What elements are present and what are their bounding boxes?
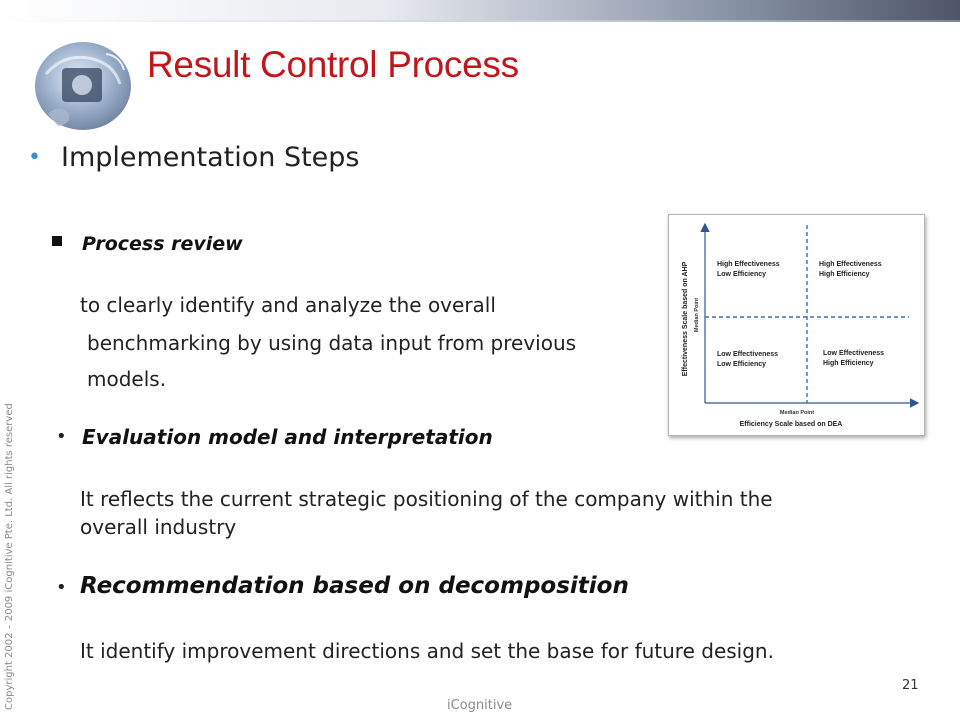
y-median-label: Median Point xyxy=(694,298,700,332)
level1-text: Implementation Steps xyxy=(60,142,360,173)
page-number: 21 xyxy=(902,678,919,693)
step1-text-line3: models. xyxy=(87,367,167,391)
q-bottom-left-line1: Low Effectiveness xyxy=(717,351,778,358)
level1-bullet: • Implementation Steps xyxy=(28,142,360,173)
top-banner xyxy=(0,0,960,20)
q-top-right-line2: High Efficiency xyxy=(819,271,870,278)
step2-text-line2: overall industry xyxy=(80,515,237,539)
square-bullet-icon xyxy=(52,236,62,246)
q-bottom-left-line2: Low Efficiency xyxy=(717,361,766,368)
step1-title: Process review xyxy=(82,233,243,255)
bullet-dot-icon: • xyxy=(56,426,67,447)
x-median-label: Median Point xyxy=(780,410,814,416)
step3-title: Recommendation based on decomposition xyxy=(80,573,629,599)
copyright-notice: Copyright 2002 – 2009 iCognitive Pte. Lt… xyxy=(4,403,15,710)
q-top-left-line2: Low Efficiency xyxy=(717,271,766,278)
q-top-right-line1: High Effectiveness xyxy=(819,261,882,268)
effectiveness-efficiency-matrix: Effectiveness Scale based on AHP Median … xyxy=(668,214,925,436)
y-axis-label: Effectiveness Scale based on AHP xyxy=(682,261,689,376)
globe-logo-icon xyxy=(28,34,138,134)
q-bottom-right-line1: Low Effectiveness xyxy=(823,350,884,357)
step2-text-line1: It reflects the current strategic positi… xyxy=(80,487,773,511)
step2-title: Evaluation model and interpretation xyxy=(82,425,493,449)
step1-text-line2: benchmarking by using data input from pr… xyxy=(87,331,577,355)
top-banner-line xyxy=(0,20,960,22)
footer-brand: iCognitive xyxy=(447,698,513,713)
slide-title: Result Control Process xyxy=(147,44,519,85)
q-bottom-right-line2: High Efficiency xyxy=(823,360,874,367)
bullet-dot-icon: • xyxy=(56,577,67,598)
step1-text-line1: to clearly identify and analyze the over… xyxy=(80,293,496,317)
x-axis-label: Efficiency Scale based on DEA xyxy=(740,421,843,428)
step3-text-line1: It identify improvement directions and s… xyxy=(80,639,774,663)
q-top-left-line1: High Effectiveness xyxy=(717,261,780,268)
bullet-dot-icon: • xyxy=(28,145,41,170)
